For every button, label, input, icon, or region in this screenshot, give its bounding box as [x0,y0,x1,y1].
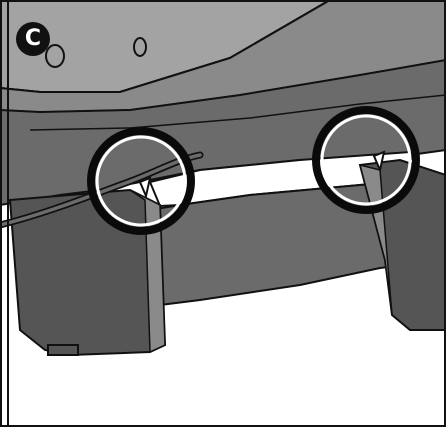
frame-ledge-line [0,59,446,113]
left-hook-callout [87,127,195,235]
step-label-badge: C [16,22,50,56]
right-leg-face [358,163,393,316]
left-leg-foot [47,344,79,356]
screw-hole-2 [133,37,147,57]
frame-lower-line [29,94,446,131]
right-hook-callout [312,106,420,214]
power-cable-inner [0,153,202,227]
right-hook [372,150,386,174]
left-hook [138,176,152,200]
screw-hole-1 [45,44,65,68]
